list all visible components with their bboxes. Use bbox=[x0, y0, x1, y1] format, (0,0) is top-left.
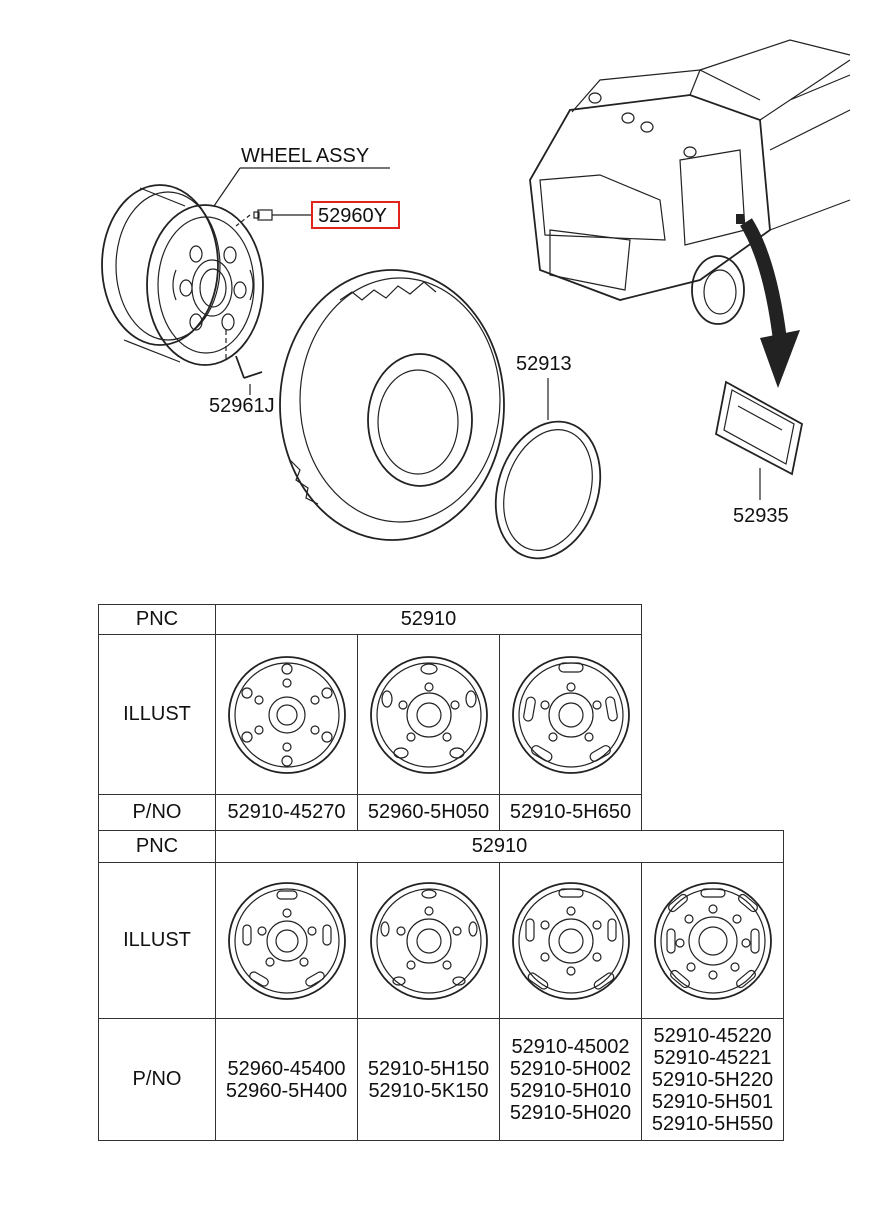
part-number[interactable]: 52910-5H220 bbox=[651, 1068, 774, 1091]
part-number[interactable]: 52960-5H400 bbox=[225, 1079, 348, 1102]
part-number-cell: 52910-45220 52910-45221 52910-5H220 5291… bbox=[641, 1018, 784, 1141]
wheel-variant-table-2: PNC 52910 ILLUST bbox=[98, 830, 784, 1141]
valve-part-label[interactable]: 52961J bbox=[209, 395, 275, 417]
part-number-cell: 52960-45400 52960-5H400 bbox=[215, 1018, 358, 1141]
bolt-part-label[interactable]: 52960Y bbox=[318, 205, 387, 227]
wheel-illustration-icon bbox=[369, 655, 488, 774]
wheel-illustration-cell bbox=[499, 862, 642, 1019]
tire-flap-part-label[interactable]: 52913 bbox=[516, 353, 572, 375]
pnc-header: PNC bbox=[98, 604, 216, 635]
wheel-variant-table-1: PNC 52910 ILLUST bbox=[98, 604, 642, 831]
wheel-illustration-cell bbox=[357, 862, 500, 1019]
wheel-illustration-icon bbox=[227, 881, 346, 1000]
part-number[interactable]: 52910-5H501 bbox=[651, 1090, 774, 1113]
wheel-illustration-cell bbox=[215, 634, 358, 795]
pnc-value: 52910 bbox=[215, 830, 784, 863]
part-number-cell: 52910-5H150 52910-5K150 bbox=[357, 1018, 500, 1141]
wheel-assy-label: WHEEL ASSY bbox=[241, 145, 369, 167]
part-number[interactable]: 52910-5H550 bbox=[651, 1112, 774, 1135]
tire-drawing bbox=[279, 269, 505, 541]
illust-header: ILLUST bbox=[98, 634, 216, 795]
part-number-cell: 52910-45002 52910-5H002 52910-5H010 5291… bbox=[499, 1018, 642, 1141]
wheel-illustration-icon bbox=[653, 881, 772, 1000]
part-number[interactable]: 52910-5H150 bbox=[367, 1057, 490, 1080]
part-number[interactable]: 52910-45221 bbox=[653, 1046, 772, 1069]
label-plate-part-label[interactable]: 52935 bbox=[733, 505, 789, 527]
wheel-illustration-icon bbox=[511, 655, 630, 774]
part-highlight-box bbox=[311, 201, 400, 229]
wheel-illustration-cell bbox=[641, 862, 784, 1019]
exploded-parts-diagram: WHEEL ASSY 52960Y 52961J 52913 bbox=[101, 39, 851, 560]
label-plate-drawing bbox=[714, 380, 804, 500]
part-number[interactable]: 52910-5H020 bbox=[509, 1101, 632, 1124]
wheel-bolt-drawing bbox=[235, 209, 312, 227]
part-number[interactable]: 52910-45220 bbox=[653, 1024, 772, 1047]
part-number[interactable]: 52910-5H010 bbox=[509, 1079, 632, 1102]
valve-stem-drawing bbox=[225, 330, 263, 395]
part-number[interactable]: 52910-45002 bbox=[511, 1035, 630, 1058]
pno-header: P/NO bbox=[98, 1018, 216, 1141]
wheel-illustration-icon bbox=[369, 881, 488, 1000]
wheel-illustration-cell bbox=[499, 634, 642, 795]
wheel-illustration-icon bbox=[511, 881, 630, 1000]
pnc-value: 52910 bbox=[215, 604, 642, 635]
part-number[interactable]: 52910-5H650 bbox=[499, 794, 642, 831]
wheel-illustration-cell bbox=[357, 634, 500, 795]
part-number[interactable]: 52910-45270 bbox=[215, 794, 358, 831]
truck-drawing bbox=[529, 39, 851, 388]
part-number[interactable]: 52910-5H002 bbox=[509, 1057, 632, 1080]
wheel-illustration-icon bbox=[227, 655, 346, 774]
pnc-header: PNC bbox=[98, 830, 216, 863]
part-number[interactable]: 52910-5K150 bbox=[368, 1079, 489, 1102]
wheel-illustration-cell bbox=[215, 862, 358, 1019]
part-number[interactable]: 52960-5H050 bbox=[357, 794, 500, 831]
wheel-assembly-drawing bbox=[101, 184, 264, 366]
tire-flap-drawing bbox=[494, 378, 602, 560]
pno-header: P/NO bbox=[98, 794, 216, 831]
part-number[interactable]: 52960-45400 bbox=[227, 1057, 346, 1080]
illust-header: ILLUST bbox=[98, 862, 216, 1019]
